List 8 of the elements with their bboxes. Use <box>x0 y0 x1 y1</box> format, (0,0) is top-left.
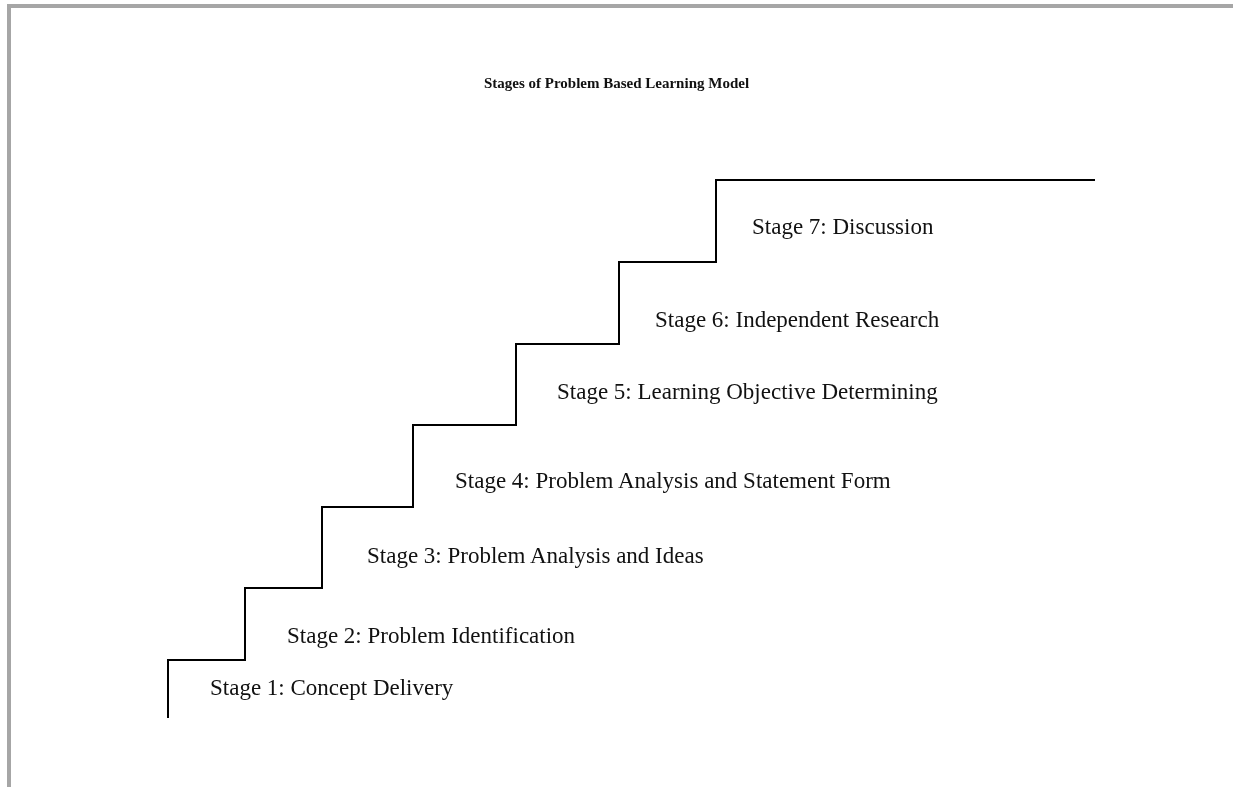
stage-label: Stage 6: Independent Research <box>655 306 940 334</box>
stage-label: Stage 1: Concept Delivery <box>210 674 454 702</box>
stage-label: Stage 4: Problem Analysis and Statement Form <box>455 467 891 495</box>
stage-label: Stage 2: Problem Identification <box>287 622 576 650</box>
stage-label: Stage 5: Learning Objective Determining <box>557 378 938 406</box>
title: Stages of Problem Based Learning Model <box>482 74 751 93</box>
stage-label: Stage 7: Discussion <box>752 213 934 241</box>
stage-label: Stage 3: Problem Analysis and Ideas <box>367 542 704 570</box>
